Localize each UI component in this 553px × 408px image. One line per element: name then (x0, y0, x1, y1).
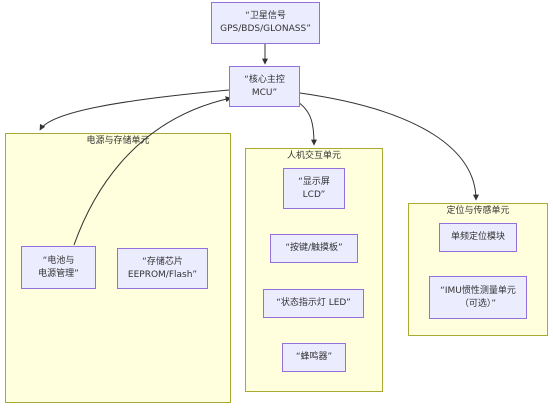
edge-mcu-to-power-storage (39, 89, 230, 131)
edge-mcu-to-positioning (299, 92, 479, 201)
node-imu-sensor-line1: “IMU惯性测量单元 (440, 285, 516, 296)
node-satellite-signal-line2: GPS/BDS/GLONASS” (220, 24, 311, 34)
node-battery-power: “电池与 电源管理” (21, 246, 96, 289)
node-buzzer: “蜂鸣器” (282, 343, 346, 372)
edge-mcu-to-hmi (297, 101, 317, 146)
node-status-led-line1: “状态指示灯 LED” (276, 298, 351, 308)
node-imu-sensor-line2: （可选）” (459, 298, 497, 309)
node-gnss-module: 单频定位模块 (439, 223, 517, 252)
node-status-led: “状态指示灯 LED” (263, 289, 364, 318)
node-storage-chip-line2: EEPROM/Flash” (127, 269, 198, 280)
node-lcd-display: “显示屏 LCD” (283, 168, 345, 209)
node-imu-sensor: “IMU惯性测量单元 （可选）” (429, 276, 527, 319)
node-storage-chip-line1: “存储芯片 (142, 256, 183, 267)
node-satellite-signal: “卫星信号 GPS/BDS/GLONASS” (211, 2, 320, 44)
node-core-mcu-line1: “核心主控 (244, 74, 285, 85)
node-battery-power-line2: 电源管理” (38, 268, 79, 279)
node-keys-touchpad: “按键/触摸板” (270, 234, 358, 263)
node-battery-power-line1: “电池与 (42, 255, 75, 266)
positioning-cluster-title: 定位与传感单元 (446, 206, 510, 216)
node-satellite-signal-line1: “卫星信号 (245, 11, 286, 21)
node-gnss-module-line1: 单频定位模块 (450, 232, 505, 242)
node-keys-touchpad-line1: “按键/触摸板” (285, 243, 343, 253)
edge-battery-to-mcu (73, 96, 232, 246)
power-storage-cluster-title: 电源与存储单元 (86, 136, 150, 146)
node-lcd-display-line1: “显示屏 (298, 176, 330, 187)
node-lcd-display-line2: LCD” (302, 189, 326, 200)
node-core-mcu-line2: MCU” (251, 87, 278, 98)
node-core-mcu: “核心主控 MCU” (229, 66, 300, 107)
node-buzzer-line1: “蜂鸣器” (295, 352, 333, 362)
node-storage-chip: “存储芯片 EEPROM/Flash” (117, 248, 208, 289)
hmi-cluster-title: 人机交互单元 (286, 151, 341, 161)
